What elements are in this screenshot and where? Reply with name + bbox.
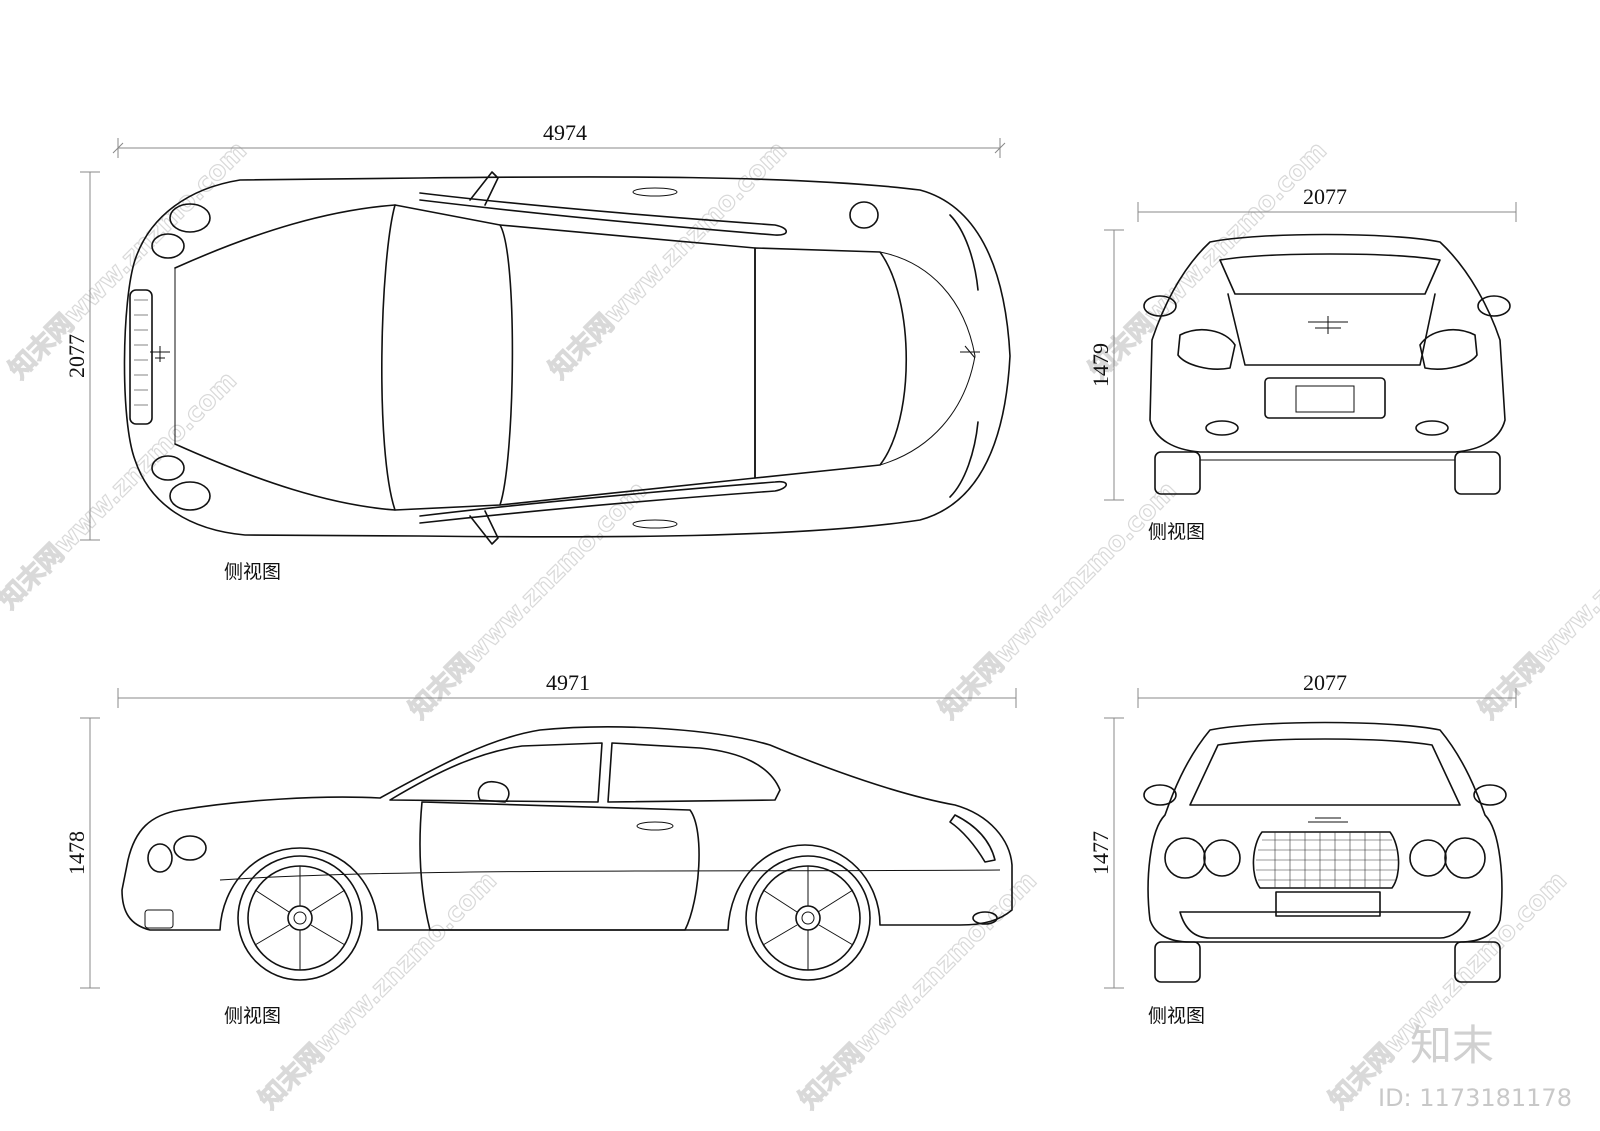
watermark-text: 知末网www.znzmo.com (254, 866, 503, 1115)
front-mirror-left (1143, 784, 1177, 806)
top-roof (499, 224, 756, 506)
top-view-caption: 侧视图 (224, 561, 281, 583)
side-front-wheel (237, 855, 363, 981)
side-door-handle (636, 821, 674, 831)
front-view: 2077 1477 侧视图 (1088, 670, 1517, 1027)
top-grille (129, 289, 153, 425)
watermark-text: 知末网www.znzmo.com (4, 136, 253, 385)
rear-width-dimension: 2077 (1303, 184, 1347, 209)
rear-wheel-left (1154, 451, 1201, 495)
front-license-plate (1275, 891, 1381, 917)
rear-view: 2077 1479 侧视图 (1088, 184, 1517, 543)
top-mirror-right (469, 510, 499, 545)
top-car-body (123, 176, 1011, 538)
top-windshield (381, 204, 514, 511)
top-rear-window (754, 247, 908, 479)
front-grille (1252, 831, 1400, 889)
top-mirror-left (469, 171, 499, 206)
rear-car-body (1149, 233, 1506, 453)
side-window-front (389, 742, 603, 803)
rear-license-plate (1264, 377, 1386, 419)
brand-id-label: ID: 1173181178 (1378, 1084, 1572, 1112)
side-height-dimension: 1478 (64, 831, 89, 875)
front-height-dimension: 1477 (1088, 831, 1113, 875)
side-window-rear (607, 742, 781, 803)
rear-mirror-left (1143, 295, 1177, 317)
front-car-body (1147, 721, 1503, 943)
front-width-dimension: 2077 (1303, 670, 1347, 695)
side-car-body (121, 726, 1013, 931)
watermark-text: 知末网www.znzmo.com (1474, 476, 1600, 725)
front-wheel-left (1154, 941, 1201, 983)
rear-taillight-left (1177, 329, 1236, 370)
side-view: 4971 1478 (64, 670, 1017, 1027)
top-length-dimension: 4974 (543, 120, 587, 145)
watermark-text: 知末网www.znzmo.com (0, 366, 243, 615)
watermark-layer: 知末网www.znzmo.com 知末网www.znzmo.com 知末网www… (0, 135, 1600, 1115)
side-view-caption: 侧视图 (224, 1005, 281, 1027)
front-view-caption: 侧视图 (1148, 1005, 1205, 1027)
rear-taillight-right (1419, 329, 1478, 370)
side-length-dimension: 4971 (546, 670, 590, 695)
side-rear-wheel (745, 855, 871, 981)
side-mirror (477, 780, 510, 803)
rear-view-caption: 侧视图 (1148, 521, 1205, 543)
watermark-text: 知末网www.znzmo.com (1084, 136, 1333, 385)
rear-window (1219, 253, 1441, 295)
rear-height-dimension: 1479 (1088, 343, 1113, 387)
front-mirror-right (1473, 784, 1507, 806)
rear-mirror-right (1477, 295, 1511, 317)
brand-logo-text: 知末 (1410, 1021, 1494, 1070)
side-door (419, 801, 700, 931)
top-width-dimension: 2077 (64, 334, 89, 378)
front-windshield (1189, 738, 1461, 806)
front-wheel-right (1454, 941, 1501, 983)
watermark-text: 知末网www.znzmo.com (1324, 866, 1573, 1115)
watermark-text: 知末网www.znzmo.com (934, 476, 1183, 725)
rear-wheel-right (1454, 451, 1501, 495)
top-view: 4974 2077 (64, 120, 1011, 583)
